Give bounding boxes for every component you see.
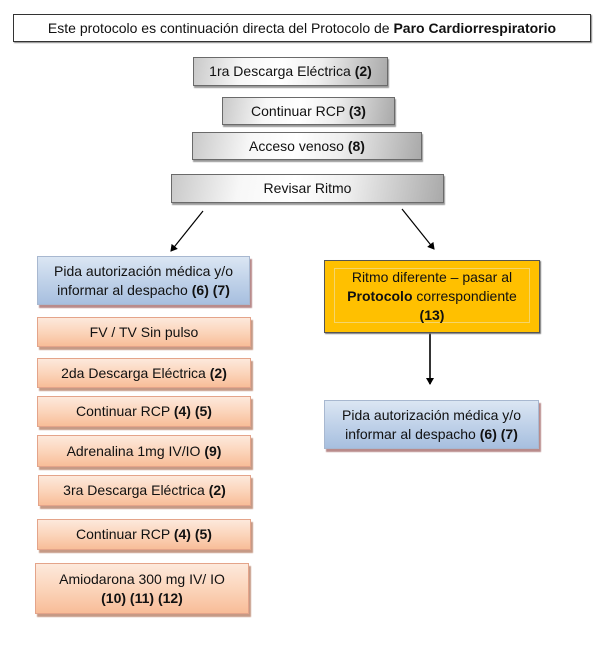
step-third-shock-label: 3ra Descarga Eléctrica (2) bbox=[63, 482, 226, 498]
step-amiodarone-label: Amiodarona 300 mg IV/ IO(10) (11) (12) bbox=[59, 570, 225, 606]
arrow-to-left-branch bbox=[170, 210, 204, 252]
step-continue-cpr-2-label: Continuar RCP (4) (5) bbox=[76, 403, 212, 419]
step-first-shock: 1ra Descarga Eléctrica (2) bbox=[193, 57, 388, 86]
intro-note-text: Este protocolo es continuación directa d… bbox=[47, 19, 557, 36]
step-first-shock-label: 1ra Descarga Eléctrica (2) bbox=[209, 63, 372, 79]
step-check-rhythm-label: Revisar Ritmo bbox=[263, 180, 352, 196]
step-venous-access-label: Acceso venoso (8) bbox=[249, 137, 365, 154]
step-check-rhythm: Revisar Ritmo bbox=[171, 174, 444, 203]
different-rhythm-inner-frame bbox=[334, 268, 530, 323]
step-third-shock: 3ra Descarga Eléctrica (2) bbox=[38, 475, 251, 506]
step-vf-vt-pulseless-label: FV / TV Sin pulso bbox=[89, 323, 199, 340]
step-adrenaline: Adrenalina 1mg IV/IO (9) bbox=[37, 435, 251, 467]
step-continue-cpr-label: Continuar RCP (3) bbox=[251, 102, 366, 119]
step-venous-access: Acceso venoso (8) bbox=[192, 132, 422, 160]
step-second-shock-label: 2da Descarga Eléctrica (2) bbox=[61, 364, 227, 381]
intro-note: Este protocolo es continuación directa d… bbox=[13, 14, 591, 42]
step-amiodarone: Amiodarona 300 mg IV/ IO(10) (11) (12) bbox=[35, 563, 249, 614]
step-continue-cpr-3: Continuar RCP (4) (5) bbox=[37, 519, 251, 550]
step-vf-vt-pulseless: FV / TV Sin pulso bbox=[37, 317, 251, 347]
step-adrenaline-label: Adrenalina 1mg IV/IO (9) bbox=[66, 442, 222, 459]
arrow-to-right-branch bbox=[401, 208, 435, 250]
step-continue-cpr-2: Continuar RCP (4) (5) bbox=[37, 396, 251, 427]
step-continue-cpr: Continuar RCP (3) bbox=[222, 97, 395, 125]
step-continue-cpr-3-label: Continuar RCP (4) (5) bbox=[76, 526, 212, 542]
step-second-shock: 2da Descarga Eléctrica (2) bbox=[37, 358, 251, 388]
